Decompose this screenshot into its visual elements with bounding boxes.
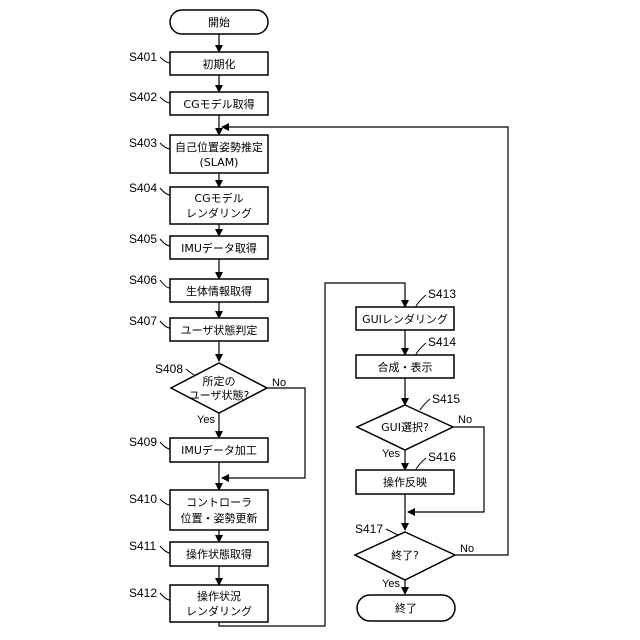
step-id-s415: S415 bbox=[432, 392, 460, 406]
branch-yes-s417: Yes bbox=[382, 578, 400, 590]
step-text-s407: ユーザ状態判定 bbox=[181, 323, 258, 337]
step-id-s416: S416 bbox=[428, 450, 456, 464]
step-s414: S414 合成・表示 bbox=[356, 335, 456, 378]
start-label: 開始 bbox=[208, 15, 230, 29]
step-s410: S410 コントローラ 位置・姿勢更新 bbox=[129, 490, 268, 530]
end-terminal: 終了 bbox=[357, 595, 455, 621]
decision-text-s415: GUI選択? bbox=[381, 420, 429, 434]
step-s405: S405 IMUデータ取得 bbox=[129, 232, 268, 259]
step-s406: S406 生体情報取得 bbox=[129, 273, 268, 302]
step-s412: S412 操作状況 レンダリング bbox=[129, 585, 268, 622]
step-s413: S413 GUIレンダリング bbox=[356, 287, 456, 330]
step-text-s404-line2: レンダリング bbox=[186, 206, 252, 220]
step-text-s412-line2: レンダリング bbox=[186, 604, 252, 618]
step-id-s409: S409 bbox=[129, 435, 157, 449]
branch-no-s415: No bbox=[458, 414, 472, 426]
step-s416: S416 操作反映 bbox=[356, 450, 456, 494]
step-id-s406: S406 bbox=[129, 273, 157, 287]
step-text-s401: 初期化 bbox=[203, 57, 236, 71]
step-text-s406: 生体情報取得 bbox=[186, 284, 252, 298]
step-s404: S404 CGモデル レンダリング bbox=[129, 181, 268, 224]
start-terminal: 開始 bbox=[170, 10, 268, 34]
step-s411: S411 操作状態取得 bbox=[129, 539, 268, 566]
step-id-s413: S413 bbox=[428, 287, 456, 301]
step-id-s402: S402 bbox=[129, 90, 157, 104]
step-text-s410-line2: 位置・姿勢更新 bbox=[181, 511, 258, 525]
step-id-s414: S414 bbox=[428, 335, 456, 349]
step-id-s411: S411 bbox=[129, 539, 156, 553]
step-id-s401: S401 bbox=[129, 50, 157, 64]
step-text-s403-line1: 自己位置姿勢推定 bbox=[175, 140, 263, 154]
step-text-s404-line1: CGモデル bbox=[194, 191, 243, 205]
step-text-s416: 操作反映 bbox=[383, 475, 427, 489]
step-text-s413: GUIレンダリング bbox=[362, 312, 448, 326]
step-text-s409: IMUデータ加工 bbox=[181, 443, 257, 457]
step-s407: S407 ユーザ状態判定 bbox=[129, 314, 268, 341]
step-text-s410-line1: コントローラ bbox=[186, 496, 252, 509]
branch-no-s408: No bbox=[272, 377, 286, 389]
step-id-s405: S405 bbox=[129, 232, 157, 246]
step-id-s407: S407 bbox=[129, 314, 157, 328]
step-s403: S403 自己位置姿勢推定 (SLAM) bbox=[129, 135, 268, 173]
step-s401: S401 初期化 bbox=[129, 50, 268, 75]
step-s409: S409 IMUデータ加工 bbox=[129, 435, 268, 462]
step-text-s403-line2: (SLAM) bbox=[200, 156, 239, 169]
end-label: 終了 bbox=[395, 601, 417, 615]
step-s402: S402 CGモデル取得 bbox=[129, 90, 268, 115]
decision-s408: S408 所定の ユーザ状態? No Yes bbox=[155, 362, 286, 426]
step-id-s403: S403 bbox=[129, 136, 157, 150]
decision-text-s417: 終了? bbox=[391, 548, 419, 562]
step-text-s414: 合成・表示 bbox=[378, 360, 433, 374]
step-text-s402: CGモデル取得 bbox=[183, 97, 254, 111]
step-id-s408: S408 bbox=[155, 362, 183, 376]
step-id-s412: S412 bbox=[129, 586, 157, 600]
decision-text-s408-line1: 所定の bbox=[203, 374, 236, 388]
branch-no-s417: No bbox=[460, 543, 474, 555]
step-text-s412-line1: 操作状況 bbox=[197, 589, 241, 603]
step-text-s411: 操作状態取得 bbox=[186, 547, 252, 561]
branch-yes-s415: Yes bbox=[382, 448, 400, 460]
decision-text-s408-line2: ユーザ状態? bbox=[189, 388, 250, 402]
step-id-s417: S417 bbox=[355, 522, 383, 536]
step-id-s404: S404 bbox=[129, 181, 157, 195]
step-id-s410: S410 bbox=[129, 492, 157, 506]
step-text-s405: IMUデータ取得 bbox=[181, 241, 257, 255]
decision-s417: S417 終了? No Yes bbox=[355, 522, 474, 590]
branch-yes-s408: Yes bbox=[197, 414, 215, 426]
